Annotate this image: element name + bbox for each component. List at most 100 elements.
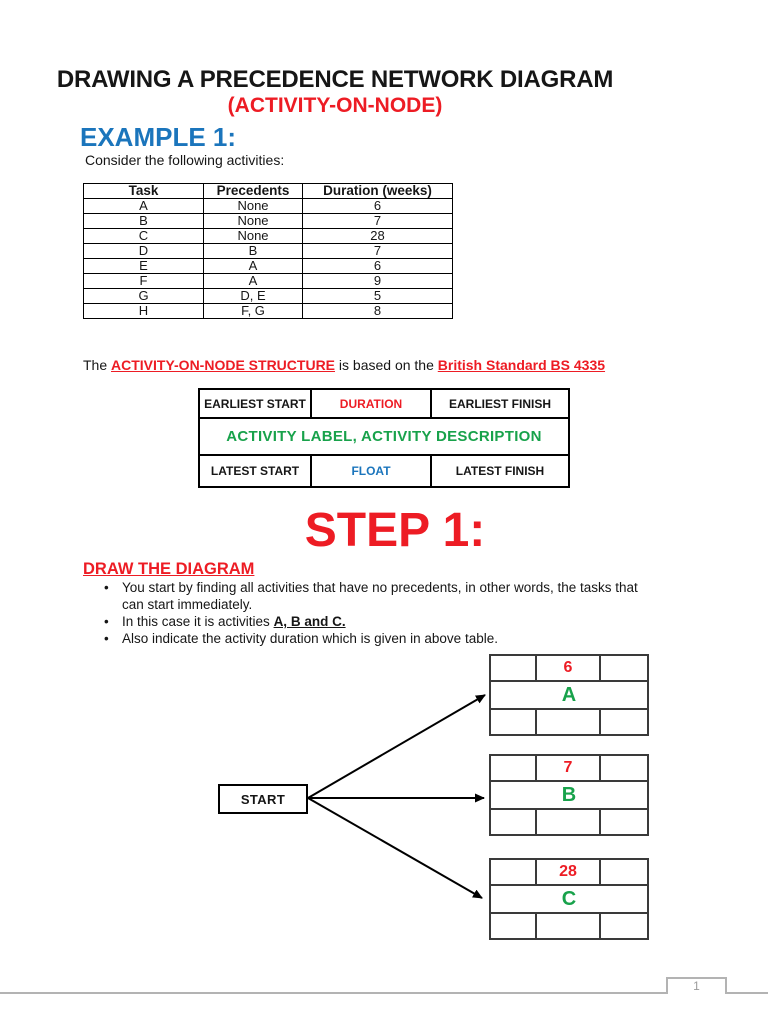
table-cell: 28 [302, 228, 453, 244]
earliest-finish-cell: EARLIEST FINISH [430, 388, 570, 419]
node-top-row: 7 [489, 754, 649, 782]
table-cell: 6 [302, 258, 453, 274]
table-cell: A [203, 258, 303, 274]
duration-value: 28 [535, 858, 601, 886]
dependency-arrows [307, 694, 486, 899]
bullet-item: Also indicate the activity duration whic… [102, 630, 702, 647]
document-title: DRAWING A PRECEDENCE NETWORK DIAGRAM [56, 66, 614, 93]
example-heading: EXAMPLE 1: [80, 122, 237, 152]
aon-structure-box: EARLIEST START DURATION EARLIEST FINISH … [198, 388, 570, 488]
table-cell: None [203, 198, 303, 214]
node-label-row: B [489, 780, 649, 810]
activity-node-a: 6 A [489, 654, 649, 736]
table-cell: F [83, 273, 204, 289]
draw-the-diagram-heading: DRAW THE DIAGRAM [83, 560, 255, 578]
structure-bottom-row: LATEST START FLOAT LATEST FINISH [198, 454, 570, 488]
table-cell: F, G [203, 303, 303, 319]
step-heading: STEP 1: [304, 504, 486, 557]
activity-label: C [489, 884, 649, 914]
table-cell: 9 [302, 273, 453, 289]
standard-reference-line: The ACTIVITY-ON-NODE STRUCTURE is based … [83, 357, 605, 373]
node-label-row: C [489, 884, 649, 914]
intro-text: Consider the following activities: [85, 152, 285, 168]
node-bottom-row [489, 808, 649, 836]
table-cell: D, E [203, 288, 303, 304]
duration-value: 7 [535, 754, 601, 782]
table-cell: A [203, 273, 303, 289]
bullet-text: In this case it is activities [122, 614, 274, 629]
earliest-start-cell: EARLIEST START [198, 388, 312, 419]
latest-start-cell: LATEST START [198, 454, 312, 488]
bullet-emphasis: A, B and C. [273, 614, 346, 629]
table-cell: 7 [302, 243, 453, 259]
latest-start-empty-cell [489, 708, 537, 736]
earliest-start-empty-cell [489, 858, 537, 886]
table-cell: None [203, 228, 303, 244]
bullet-text: Also indicate the activity duration whic… [122, 631, 498, 646]
latest-finish-empty-cell [599, 808, 649, 836]
activity-label: A [489, 680, 649, 710]
earliest-finish-empty-cell [599, 858, 649, 886]
document-subtitle: (ACTIVITY-ON-NODE) [227, 94, 443, 117]
node-bottom-row [489, 912, 649, 940]
page-number: 1 [693, 979, 700, 993]
structure-middle-row: ACTIVITY LABEL, ACTIVITY DESCRIPTION [198, 417, 570, 456]
table-cell: 5 [302, 288, 453, 304]
earliest-finish-empty-cell [599, 754, 649, 782]
standard-line-middle: is based on the [335, 357, 438, 373]
float-cell: FLOAT [310, 454, 432, 488]
bullet-item: You start by finding all activities that… [102, 579, 702, 613]
activity-node-b: 7 B [489, 754, 649, 836]
column-header: Precedents [203, 183, 303, 199]
node-label-row: A [489, 680, 649, 710]
table-cell: 8 [302, 303, 453, 319]
node-bottom-row [489, 708, 649, 736]
table-cell: G [83, 288, 204, 304]
float-empty-cell [535, 912, 601, 940]
bullet-text: You start by finding all activities that… [122, 580, 638, 612]
table-cell: B [203, 243, 303, 259]
arrow-start-to-a [307, 694, 486, 799]
latest-finish-empty-cell [599, 912, 649, 940]
standard-line-prefix: The [83, 357, 112, 373]
british-standard-emphasis: British Standard BS 4335 [437, 357, 606, 373]
table-cell: C [83, 228, 204, 244]
footer-rule [727, 992, 768, 994]
arrow-start-to-c [307, 797, 483, 899]
latest-finish-cell: LATEST FINISH [430, 454, 570, 488]
latest-start-empty-cell [489, 808, 537, 836]
table-cell: None [203, 213, 303, 229]
node-top-row: 28 [489, 858, 649, 886]
float-empty-cell [535, 708, 601, 736]
duration-cell: DURATION [310, 388, 432, 419]
latest-finish-empty-cell [599, 708, 649, 736]
duration-value: 6 [535, 654, 601, 682]
structure-top-row: EARLIEST START DURATION EARLIEST FINISH [198, 388, 570, 419]
footer-rule [0, 992, 666, 994]
aon-structure-emphasis: ACTIVITY-ON-NODE STRUCTURE [111, 357, 336, 373]
start-node-label: START [240, 791, 286, 807]
column-header: Duration (weeks) [302, 183, 453, 199]
instruction-bullets: You start by finding all activities that… [102, 579, 702, 647]
table-cell: 7 [302, 213, 453, 229]
table-cell: E [83, 258, 204, 274]
page-number-tab: 1 [666, 977, 727, 994]
earliest-finish-empty-cell [599, 654, 649, 682]
float-empty-cell [535, 808, 601, 836]
table-cell: D [83, 243, 204, 259]
node-top-row: 6 [489, 654, 649, 682]
table-cell: A [83, 198, 204, 214]
table-cell: H [83, 303, 204, 319]
activity-label: B [489, 780, 649, 810]
activity-label-cell: ACTIVITY LABEL, ACTIVITY DESCRIPTION [198, 417, 570, 456]
activity-node-c: 28 C [489, 858, 649, 940]
